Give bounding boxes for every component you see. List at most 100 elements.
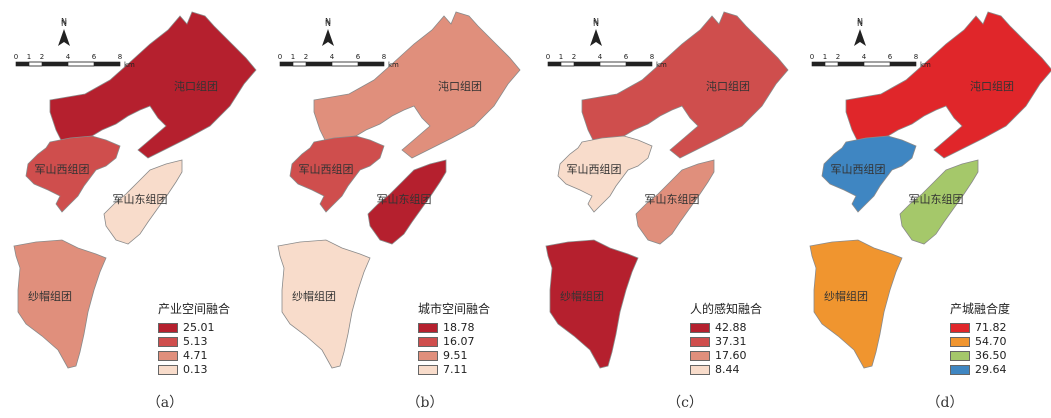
legend-row: 4.71 bbox=[158, 349, 288, 362]
legend-row: 16.07 bbox=[418, 335, 548, 348]
legend-swatch bbox=[418, 350, 438, 361]
scale-bar bbox=[279, 61, 385, 67]
legend-value: 7.11 bbox=[443, 363, 468, 376]
district-label: 军山西组团 bbox=[299, 162, 354, 176]
scale-tick-label: 2 bbox=[836, 53, 840, 61]
legend-swatch bbox=[690, 350, 710, 361]
scale-tick-label: 8 bbox=[382, 53, 386, 61]
district-dongkou bbox=[49, 11, 257, 159]
district-label: 纱帽组团 bbox=[28, 289, 72, 303]
scale-tick-label: 0 bbox=[278, 53, 282, 61]
caption-b: （b） bbox=[406, 395, 444, 411]
legend-swatch bbox=[418, 322, 438, 333]
district-label: 军山西组团 bbox=[567, 162, 622, 176]
district-label: 沌口组团 bbox=[970, 79, 1014, 93]
legend-swatch bbox=[158, 350, 178, 361]
district-dongkou bbox=[313, 11, 521, 159]
district-shamao bbox=[277, 239, 371, 369]
district-label: 军山东组团 bbox=[113, 192, 168, 206]
legend-swatch bbox=[690, 322, 710, 333]
caption-c: （c） bbox=[667, 395, 703, 411]
scale-tick-label: 2 bbox=[572, 53, 576, 61]
legend-swatch bbox=[418, 336, 438, 347]
legend-row: 17.60 bbox=[690, 349, 820, 362]
legend-row: 7.11 bbox=[418, 363, 548, 376]
district-label: 军山西组团 bbox=[35, 162, 90, 176]
scale-tick-label: 6 bbox=[888, 53, 893, 61]
district-label: 纱帽组团 bbox=[824, 289, 868, 303]
north-label: N bbox=[325, 17, 331, 26]
scale-tick-label: 4 bbox=[66, 53, 71, 61]
scale-tick-label: 1 bbox=[291, 53, 295, 61]
legend-b: 城市空间融合 18.78 16.07 9.51 7.11 bbox=[418, 300, 548, 377]
district-shamao bbox=[13, 239, 107, 369]
legend-row: 42.88 bbox=[690, 321, 820, 334]
scale-tick-label: 6 bbox=[92, 53, 97, 61]
district-shamao bbox=[545, 239, 639, 369]
scale-tick-label: 1 bbox=[559, 53, 563, 61]
scale-tick-label: 0 bbox=[546, 53, 550, 61]
scale-tick-label: 2 bbox=[40, 53, 44, 61]
legend-a: 产业空间融合 25.01 5.13 4.71 0.13 bbox=[158, 300, 288, 377]
scale-unit-label: km bbox=[656, 61, 667, 69]
scale-unit-label: km bbox=[388, 61, 399, 69]
legend-value: 5.13 bbox=[183, 335, 208, 348]
legend-row: 0.13 bbox=[158, 363, 288, 376]
scale-tick-label: 4 bbox=[862, 53, 867, 61]
district-label: 沌口组团 bbox=[706, 79, 750, 93]
legend-c: 人的感知融合 42.88 37.31 17.60 8.44 bbox=[690, 300, 820, 377]
caption-d: （d） bbox=[926, 395, 964, 411]
legend-d: 产城融合度 71.82 54.70 36.50 29.64 bbox=[950, 300, 1051, 377]
caption-a: （a） bbox=[146, 395, 184, 411]
legend-value: 16.07 bbox=[443, 335, 475, 348]
district-dongkou bbox=[581, 11, 789, 159]
district-label: 纱帽组团 bbox=[560, 289, 604, 303]
scale-tick-label: 6 bbox=[356, 53, 361, 61]
legend-row: 8.44 bbox=[690, 363, 820, 376]
legend-swatch bbox=[950, 364, 970, 375]
legend-value: 9.51 bbox=[443, 349, 468, 362]
scale-tick-label: 4 bbox=[598, 53, 603, 61]
legend-value: 29.64 bbox=[975, 363, 1007, 376]
legend-row: 5.13 bbox=[158, 335, 288, 348]
district-label: 军山东组团 bbox=[377, 192, 432, 206]
legend-swatch bbox=[158, 364, 178, 375]
district-label: 沌口组团 bbox=[174, 79, 218, 93]
legend-title: 城市空间融合 bbox=[418, 302, 491, 316]
district-shamao bbox=[809, 239, 903, 369]
legend-value: 17.60 bbox=[715, 349, 747, 362]
legend-value: 25.01 bbox=[183, 321, 215, 334]
legend-value: 71.82 bbox=[975, 321, 1007, 334]
north-label: N bbox=[857, 17, 863, 26]
scale-tick-label: 2 bbox=[304, 53, 308, 61]
legend-swatch bbox=[418, 364, 438, 375]
legend-swatch bbox=[158, 322, 178, 333]
legend-value: 4.71 bbox=[183, 349, 208, 362]
legend-row: 25.01 bbox=[158, 321, 288, 334]
district-dongkou bbox=[845, 11, 1051, 159]
legend-value: 8.44 bbox=[715, 363, 740, 376]
scale-unit-label: km bbox=[920, 61, 931, 69]
district-label: 军山东组团 bbox=[909, 192, 964, 206]
scale-tick-label: 1 bbox=[27, 53, 31, 61]
legend-row: 9.51 bbox=[418, 349, 548, 362]
legend-swatch bbox=[158, 336, 178, 347]
legend-value: 0.13 bbox=[183, 363, 208, 376]
scale-bar bbox=[547, 61, 653, 67]
north-label: N bbox=[593, 17, 599, 26]
legend-row: 54.70 bbox=[950, 335, 1051, 348]
legend-row: 18.78 bbox=[418, 321, 548, 334]
legend-value: 54.70 bbox=[975, 335, 1007, 348]
scale-tick-label: 6 bbox=[624, 53, 629, 61]
legend-row: 71.82 bbox=[950, 321, 1051, 334]
scale-tick-label: 1 bbox=[823, 53, 827, 61]
legend-value: 42.88 bbox=[715, 321, 747, 334]
legend-value: 36.50 bbox=[975, 349, 1007, 362]
legend-value: 18.78 bbox=[443, 321, 475, 334]
legend-swatch bbox=[690, 336, 710, 347]
legend-row: 37.31 bbox=[690, 335, 820, 348]
